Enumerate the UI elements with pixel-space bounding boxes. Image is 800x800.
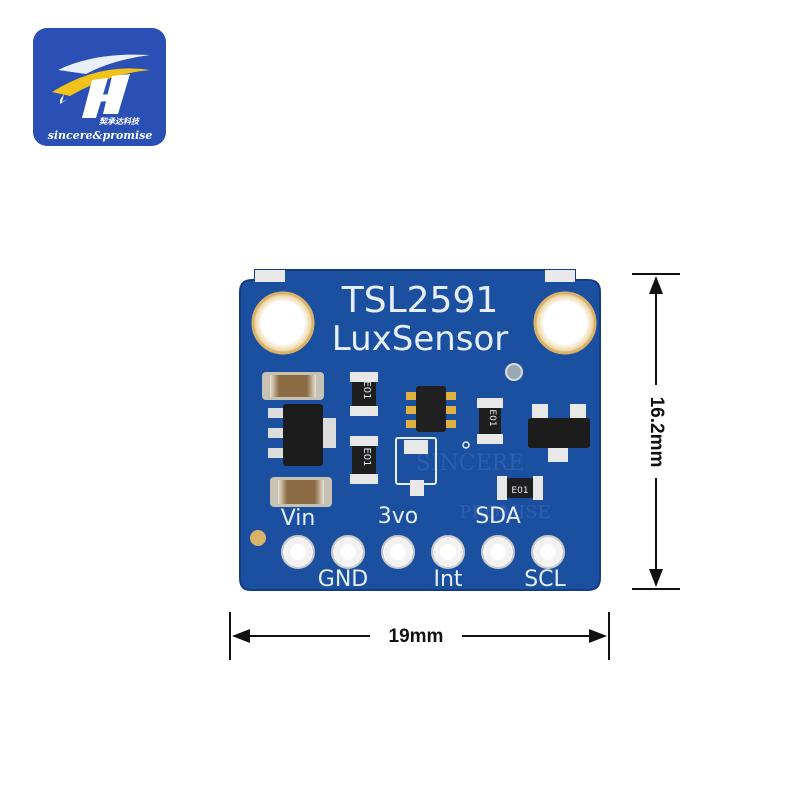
resistor-1: E01 xyxy=(350,372,378,416)
arrow-down-icon xyxy=(649,569,663,587)
pin-label-3vo: 3vo xyxy=(378,504,418,529)
width-dimension: 19mm xyxy=(229,612,610,660)
watermark-line2: PROMISE xyxy=(459,502,550,523)
arrow-right-icon xyxy=(589,629,607,643)
pcb-board: TSL2591 LuxSensor SINCERE PROMISE xyxy=(239,269,601,592)
capacitor-bottom xyxy=(270,477,332,507)
voltage-regulator-chip xyxy=(268,404,336,466)
height-label: 16.2mm xyxy=(646,397,667,468)
brand-logo: 契承达科技 sincere&promise xyxy=(33,28,166,146)
pin-label-gnd: GND xyxy=(318,567,368,592)
fiducial-pad xyxy=(250,530,266,546)
capacitor-top xyxy=(262,372,324,400)
mosfet-chip xyxy=(528,404,590,462)
board-edge-right xyxy=(545,270,575,282)
resistor-4: E01 xyxy=(497,476,543,500)
resistor-2-marking: E01 xyxy=(361,447,372,466)
ff-monogram-icon xyxy=(52,54,150,118)
logo-subtitle: 契承达科技 xyxy=(98,116,141,126)
resistor-2: E01 xyxy=(350,436,378,484)
pin-label-scl: SCL xyxy=(524,567,566,592)
test-pad xyxy=(505,363,523,381)
logo-brand-name: sincere&promise xyxy=(48,129,153,142)
board-subtitle: LuxSensor xyxy=(332,319,509,359)
mounting-hole-right xyxy=(533,291,597,355)
pin-label-int: Int xyxy=(433,567,462,592)
watermark-line1: SINCERE xyxy=(416,451,525,476)
header-pins xyxy=(281,535,565,569)
resistor-1-marking: E01 xyxy=(361,380,372,399)
height-dimension: 16.2mm xyxy=(632,273,680,590)
resistor-4-marking: E01 xyxy=(511,486,528,496)
resistor-3-marking: E01 xyxy=(487,409,497,426)
light-sensor-chip xyxy=(406,386,470,449)
mounting-hole-left xyxy=(251,291,315,355)
resistor-3: E01 xyxy=(477,398,503,444)
transistor-footprint xyxy=(395,437,437,496)
board-title: TSL2591 xyxy=(341,280,499,321)
width-label: 19mm xyxy=(389,626,444,647)
arrow-up-icon xyxy=(649,276,663,294)
pin-label-vin: Vin xyxy=(281,506,316,531)
board-edge-left xyxy=(255,270,285,282)
arrow-left-icon xyxy=(232,629,250,643)
pin-label-sda: SDA xyxy=(475,504,521,529)
